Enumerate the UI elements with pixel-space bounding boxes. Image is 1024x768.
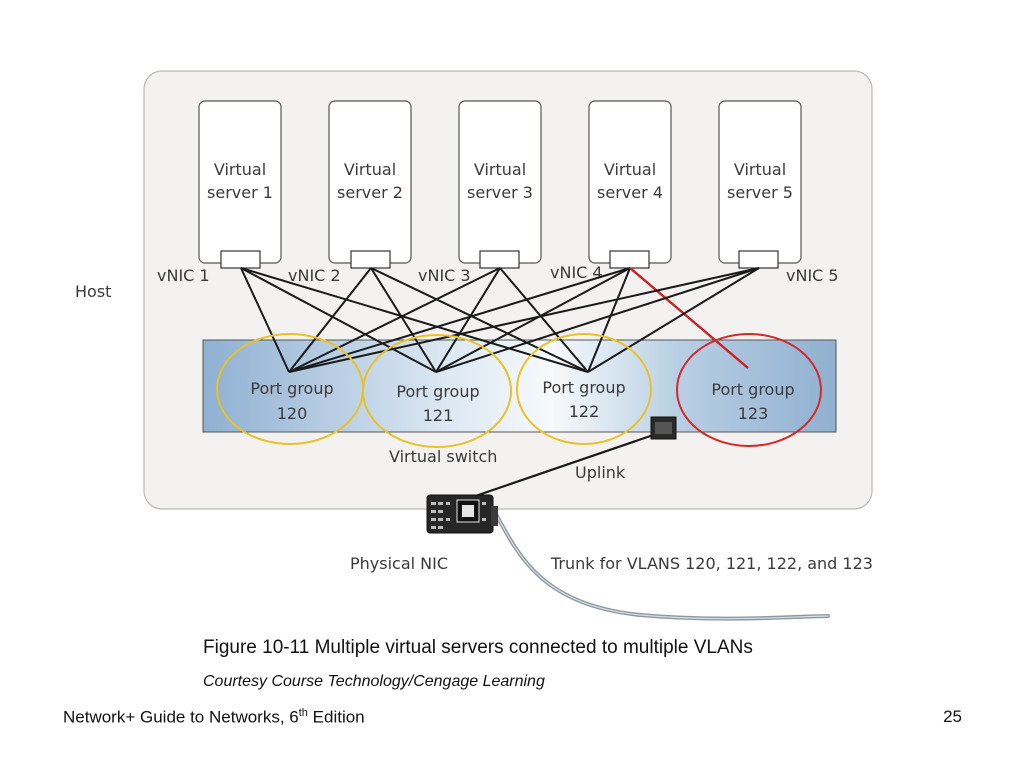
link-vnic-5-to-port-group-121 <box>435 267 760 373</box>
footer-title-ordinal: th <box>298 707 308 719</box>
virtual-server-3-label-line1: Virtual <box>474 160 526 179</box>
virtual-server-4-label-line2: server 4 <box>597 183 663 202</box>
port-group-121-label-line2: 121 <box>423 406 454 425</box>
vnic-5-label: vNIC 5 <box>786 266 839 285</box>
vnic-3-port <box>479 250 520 269</box>
virtual-server-4-label-line1: Virtual <box>604 160 656 179</box>
port-group-122-label-line1: Port group <box>542 378 625 397</box>
virtual-server-1: Virtual server 1 <box>198 100 282 269</box>
vnic-3-label: vNIC 3 <box>418 266 471 285</box>
port-group-123-label-line2: 123 <box>738 404 769 423</box>
host-label: Host <box>75 282 111 301</box>
virtual-server-5-label-line2: server 5 <box>727 183 793 202</box>
link-vnic-3-to-port-group-120 <box>288 267 501 373</box>
port-group-123-label-line1: Port group <box>711 380 794 399</box>
link-vnic-3-to-port-group-122 <box>499 267 589 373</box>
virtual-server-3: Virtual server 3 <box>458 100 542 269</box>
port-group-123-ring <box>676 333 822 447</box>
link-vnic-5-to-port-group-120 <box>288 267 760 373</box>
virtual-server-2-label-line1: Virtual <box>344 160 396 179</box>
uplink-label: Uplink <box>575 463 626 482</box>
port-group-121-ring <box>362 334 512 448</box>
courtesy-credit: Courtesy Course Technology/Cengage Learn… <box>203 673 545 690</box>
virtual-server-5-label-line1: Virtual <box>734 160 786 179</box>
virtual-server-4: Virtual server 4 <box>588 100 672 269</box>
port-group-121-label-line1: Port group <box>396 382 479 401</box>
link-vnic-5-to-port-group-122 <box>587 267 760 373</box>
virtual-server-2: Virtual server 2 <box>328 100 412 269</box>
link-vnic-1-to-port-group-122 <box>240 267 589 373</box>
link-vnic-3-to-port-group-121 <box>435 267 501 373</box>
vnic-1-label: vNIC 1 <box>157 266 210 285</box>
virtual-switch <box>202 339 837 433</box>
page-number: 25 <box>943 707 962 726</box>
vnic-2-port <box>350 250 391 269</box>
virtual-server-2-box <box>328 100 412 264</box>
trunk-label: Trunk for VLANS 120, 121, 122, and 123 <box>550 554 873 573</box>
virtual-server-5-box <box>718 100 802 264</box>
link-vnic-4-to-port-group-123 <box>629 267 749 369</box>
physical-nic-label: Physical NIC <box>350 554 448 573</box>
link-vnic-1-to-port-group-120 <box>240 267 290 373</box>
link-vnic-4-to-port-group-121 <box>435 267 631 373</box>
footer-title: Network+ Guide to Networks, 6th Edition <box>63 707 365 728</box>
virtual-server-3-box <box>458 100 542 264</box>
port-group-120-label-line1: Port group <box>250 379 333 398</box>
link-vnic-2-to-port-group-122 <box>370 267 589 373</box>
virtual-switch-label: Virtual switch <box>389 447 497 466</box>
footer-title-suffix: Edition <box>307 707 365 727</box>
vnic-1-port <box>220 250 261 269</box>
virtual-server-4-box <box>588 100 672 264</box>
virtual-server-1-box <box>198 100 282 264</box>
vnic-5-port <box>738 250 779 269</box>
connection-links <box>240 267 760 373</box>
virtual-server-3-label-line2: server 3 <box>467 183 533 202</box>
virtual-server-5: Virtual server 5 <box>718 100 802 269</box>
virtual-server-2-label-line2: server 2 <box>337 183 403 202</box>
link-vnic-2-to-port-group-120 <box>288 267 372 373</box>
vnic-2-label: vNIC 2 <box>288 266 341 285</box>
vnic-4-port <box>609 250 650 269</box>
port-group-122-label-line2: 122 <box>569 402 600 421</box>
uplink-port-inner <box>655 422 672 434</box>
link-vnic-2-to-port-group-121 <box>370 267 437 373</box>
vnic-4-label: vNIC 4 <box>550 263 603 282</box>
link-vnic-1-to-port-group-121 <box>240 267 437 373</box>
physical-nic-icon <box>426 494 498 534</box>
figure-caption: Figure 10-11 Multiple virtual servers co… <box>203 637 753 658</box>
port-group-120-label-line2: 120 <box>277 404 308 423</box>
port-group-122-ring <box>516 333 652 445</box>
footer-title-main: Network+ Guide to Networks, 6 <box>63 707 299 727</box>
virtual-server-1-label-line2: server 1 <box>207 183 273 202</box>
virtual-server-1-label-line1: Virtual <box>214 160 266 179</box>
trunk-cable-highlight <box>494 511 829 620</box>
uplink-cable <box>454 430 663 505</box>
link-vnic-4-to-port-group-122 <box>587 267 631 373</box>
